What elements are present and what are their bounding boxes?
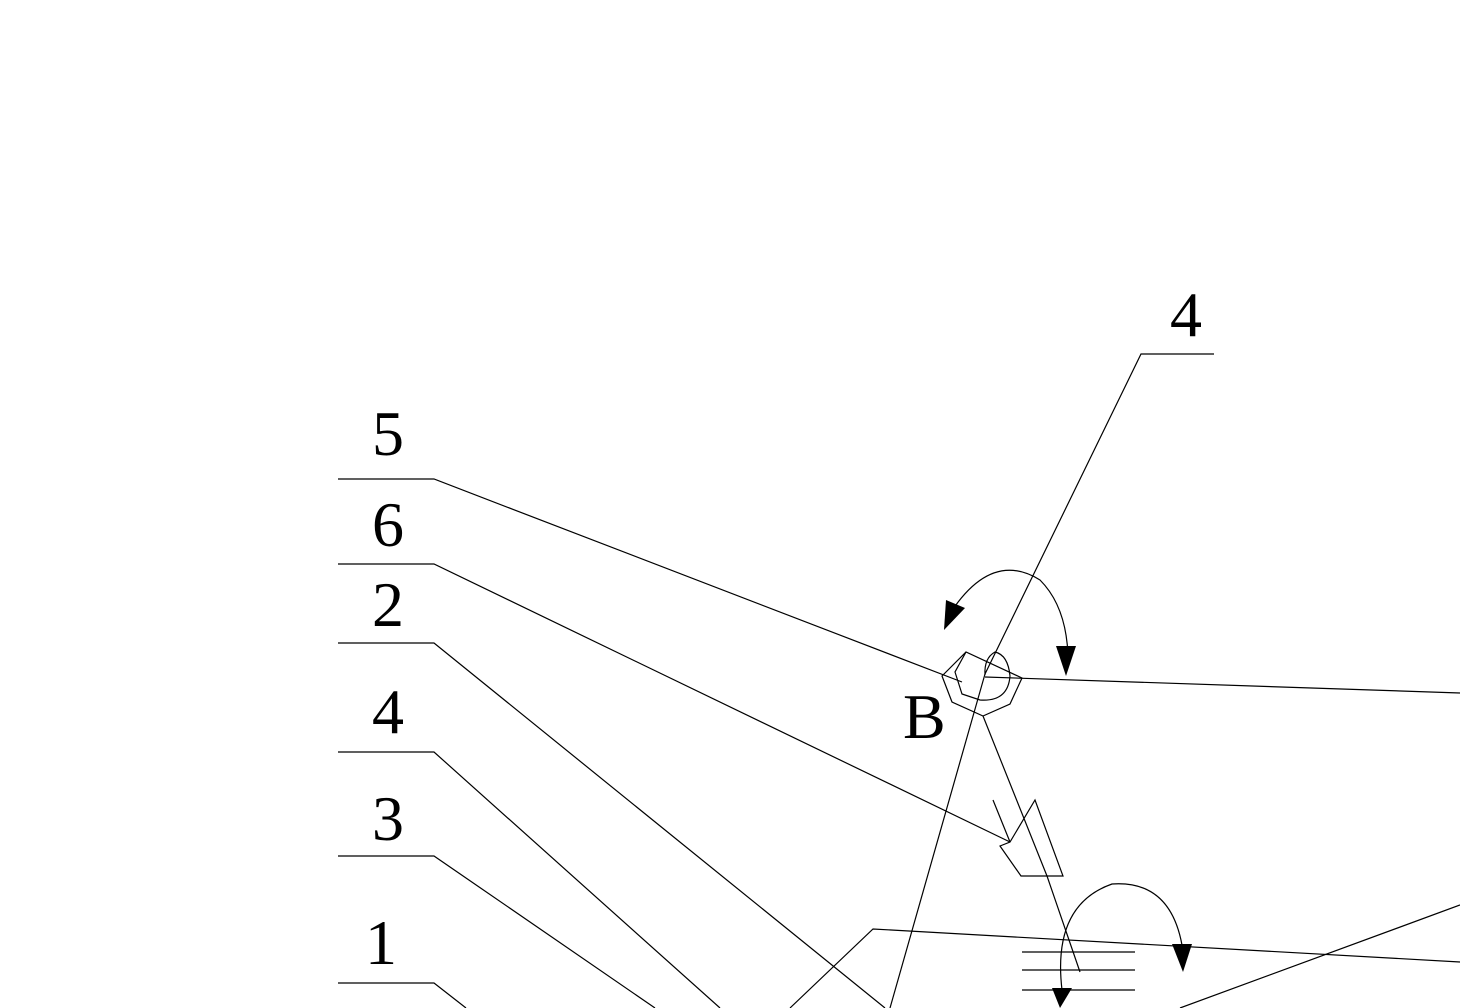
- leader-line-2: [338, 642, 886, 1008]
- leader-line-4-top: [984, 353, 1214, 675]
- callout-label-5: 5: [372, 398, 404, 469]
- point-label-b: B: [903, 681, 946, 752]
- leader-line-1: [338, 982, 467, 1008]
- lower-arrowhead-left: [1052, 988, 1072, 1008]
- callout-label-1: 1: [365, 907, 397, 978]
- upper-arm: [984, 676, 1460, 694]
- joint-b-rotation-arc: [950, 569, 1069, 656]
- callout-label-4-top: 4: [1170, 279, 1202, 350]
- callout-label-2: 2: [372, 569, 404, 640]
- leader-line-3: [338, 855, 656, 1008]
- lower-frame: [789, 928, 1460, 1008]
- slider-block: [999, 798, 1064, 877]
- slider-guide-line: [992, 799, 1011, 843]
- callout-label-6: 6: [372, 489, 404, 560]
- callout-label-4-left: 4: [372, 676, 404, 747]
- joint-b-arrowhead-left: [944, 600, 965, 630]
- lower-rotation-arc: [1060, 883, 1183, 991]
- lower-rod: [1046, 875, 1081, 973]
- leader-line-4-left: [338, 751, 721, 1008]
- callout-label-3: 3: [372, 783, 404, 854]
- lower-arrowhead-right: [1172, 944, 1192, 972]
- leader-line-6: [338, 563, 1011, 843]
- joint-b-spiral: [954, 651, 1011, 701]
- inclined-member: [889, 673, 986, 1008]
- leader-line-5: [338, 478, 963, 683]
- link-rod: [982, 715, 1048, 877]
- joint-b-arrowhead-right: [1056, 646, 1076, 676]
- lower-right-incline: [1179, 904, 1460, 1008]
